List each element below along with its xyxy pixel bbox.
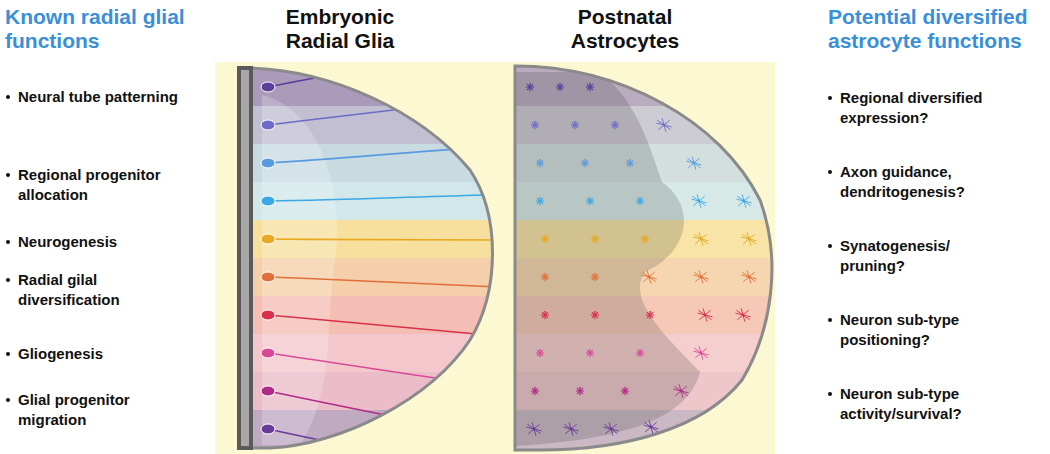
function-item: Regional diversified expression? xyxy=(840,88,1015,128)
function-item: Neurogenesis xyxy=(18,232,188,252)
function-item: Synatogenesis/ pruning? xyxy=(840,236,1015,276)
function-item: Radial gilal diversification xyxy=(18,270,188,310)
function-item: Neuron sub-type positioning? xyxy=(840,310,1015,350)
function-item: Neuron sub-type activity/survival? xyxy=(840,384,1015,424)
function-item: Neural tube patterning xyxy=(18,87,188,107)
panel-title: Postnatal Astrocytes xyxy=(550,5,700,53)
bullet-dot xyxy=(6,95,10,99)
bullet-dot xyxy=(6,278,10,282)
bullet-dot xyxy=(828,244,832,248)
function-item: Gliogenesis xyxy=(18,344,188,364)
bullet-dot xyxy=(6,173,10,177)
bullet-dot xyxy=(6,240,10,244)
function-item: Axon guidance, dendritogenesis? xyxy=(840,162,1015,202)
bullet-dot xyxy=(6,352,10,356)
bullet-dot xyxy=(828,318,832,322)
column-heading: Potential diversified astrocyte function… xyxy=(828,5,1043,53)
bullet-dot xyxy=(6,398,10,402)
column-heading: Known radial glial functions xyxy=(5,5,215,53)
panel-title: Embryonic Radial Glia xyxy=(265,5,415,53)
bullet-dot xyxy=(828,96,832,100)
bullet-dot xyxy=(828,392,832,396)
function-item: Glial progenitor migration xyxy=(18,390,188,430)
bullet-dot xyxy=(828,170,832,174)
function-item: Regional progenitor allocation xyxy=(18,165,188,205)
